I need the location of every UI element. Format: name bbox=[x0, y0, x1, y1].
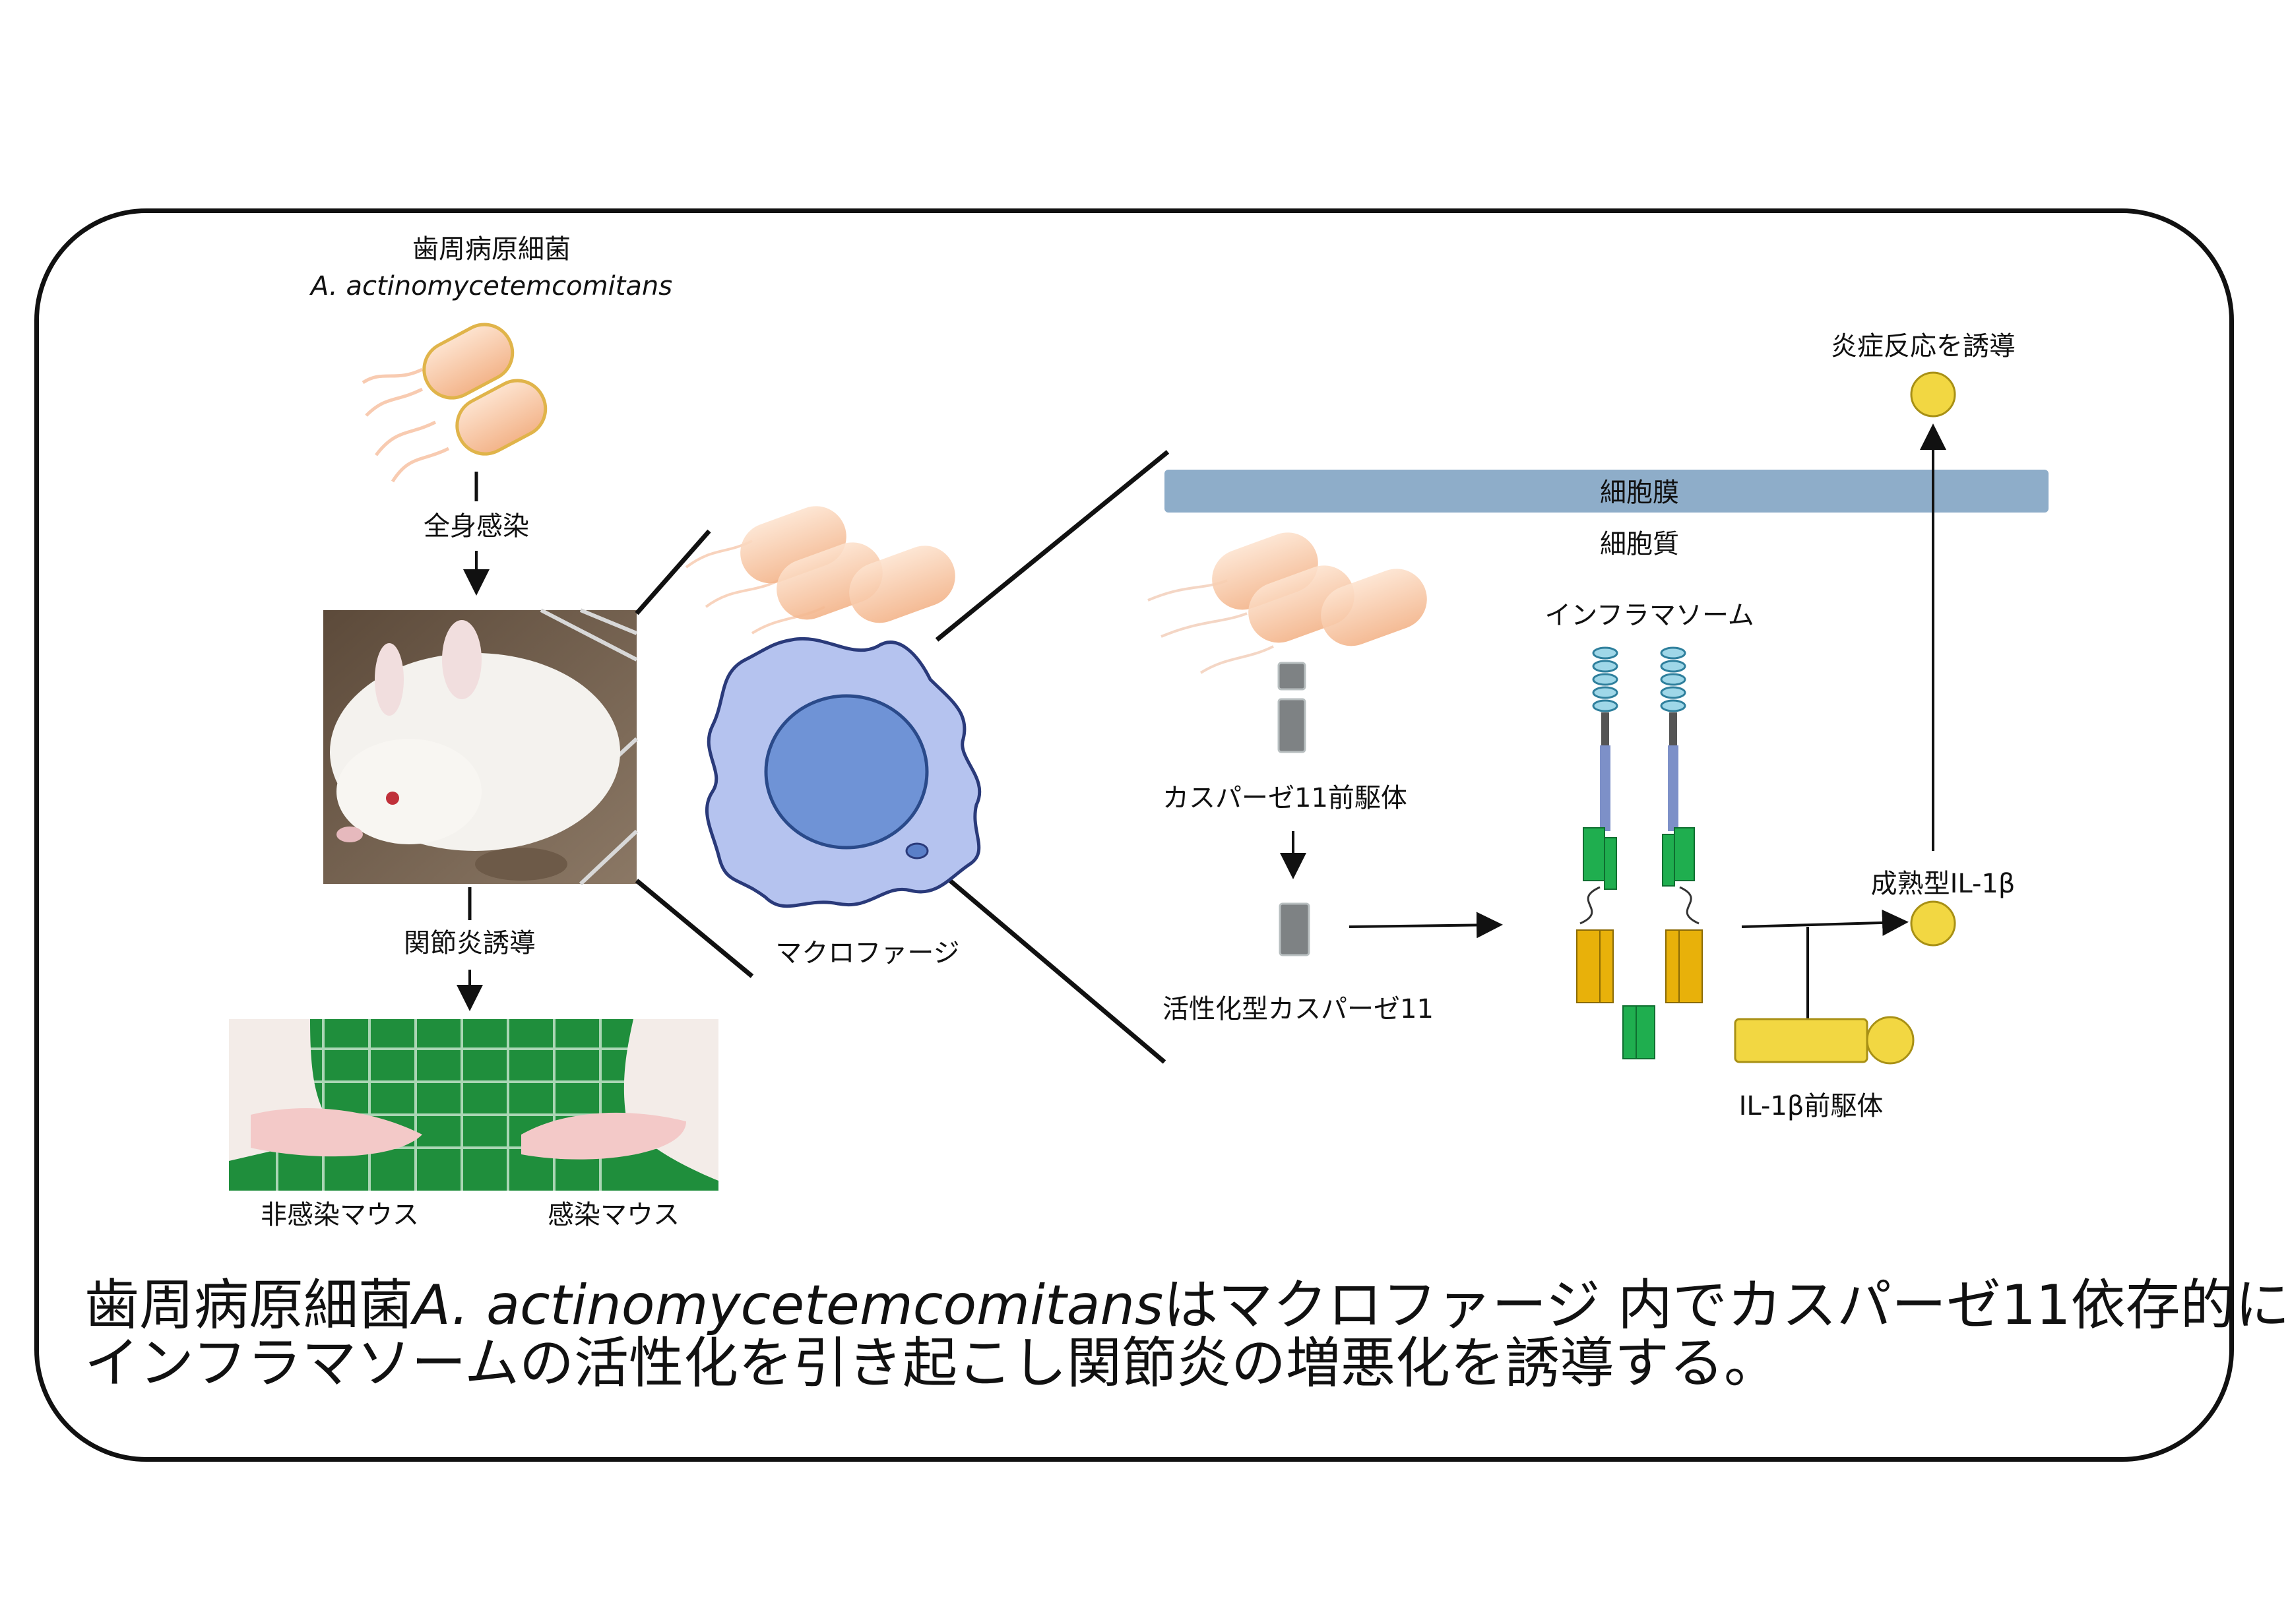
active-caspase11-label: 活性化型カスパーゼ11 bbox=[1162, 994, 1434, 1024]
arthritis-induction-label: 関節炎誘導 bbox=[401, 930, 538, 956]
uninfected-mouse-label: 非感染マウス bbox=[261, 1200, 419, 1230]
bacteria-top-left bbox=[362, 323, 548, 483]
arrow-right bbox=[1349, 912, 1503, 939]
zoom-line bbox=[948, 879, 1166, 1064]
summary-caption: 歯周病原細菌A. actinomycetemcomitansはマクロファージ 内… bbox=[84, 1276, 2290, 1392]
zoom-line bbox=[635, 879, 754, 978]
macrophage-cell bbox=[705, 637, 982, 908]
mature-il1b-label: 成熟型IL-1β bbox=[1870, 869, 2016, 899]
zoom-line bbox=[935, 450, 1170, 642]
cytoplasm-label: 細胞質 bbox=[1600, 529, 1679, 559]
bacteria-macrophage bbox=[685, 506, 955, 635]
macrophage-label: マクロファージ bbox=[775, 938, 960, 968]
membrane-label: 細胞膜 bbox=[1600, 478, 1679, 508]
caption-prefix: 歯周病原細菌 bbox=[84, 1273, 413, 1337]
zoom-line bbox=[635, 529, 711, 615]
caption-species: A. actinomycetemcomitans bbox=[413, 1273, 1164, 1337]
mouse-photo bbox=[323, 608, 639, 886]
diagram-frame bbox=[34, 208, 2234, 1462]
caption-line-1: 歯周病原細菌A. actinomycetemcomitansはマクロファージ 内… bbox=[84, 1276, 2290, 1334]
caption-suffix: はマクロファージ 内でカスパーゼ11依存的に bbox=[1163, 1273, 2290, 1337]
systemic-infection-label: 全身感染 bbox=[421, 513, 532, 540]
bacteria-cytoplasm bbox=[1147, 532, 1427, 674]
pro-caspase11-label: カスパーゼ11前駆体 bbox=[1162, 783, 1407, 813]
paws-photo bbox=[229, 1019, 718, 1191]
cell-membrane bbox=[1164, 470, 2049, 513]
active-caspase11-shape bbox=[1279, 902, 1310, 956]
pathogen-name-latin: A. actinomycetemcomitans bbox=[310, 271, 673, 301]
pro-caspase11-shape bbox=[1277, 662, 1306, 753]
infected-mouse-label: 感染マウス bbox=[548, 1200, 680, 1230]
secreted-il1b-shape bbox=[1910, 371, 1956, 418]
inflammasome-label: インフラマソーム bbox=[1544, 600, 1754, 631]
caption-line-2: インフラマソームの活性化を引き起こし関節炎の増悪化を誘導する。 bbox=[84, 1331, 1779, 1395]
pro-il1b-label: IL-1β前駆体 bbox=[1738, 1091, 1884, 1121]
pathogen-name-jp: 歯周病原細菌 bbox=[412, 234, 571, 265]
mature-il1b-shape bbox=[1910, 900, 1956, 947]
arrow-right bbox=[1741, 909, 1909, 936]
inflammation-label: 炎症反応を誘導 bbox=[1831, 331, 2016, 361]
pro-il1b-shape bbox=[1734, 1016, 1915, 1065]
inflammasome-complex bbox=[1576, 646, 1703, 1059]
